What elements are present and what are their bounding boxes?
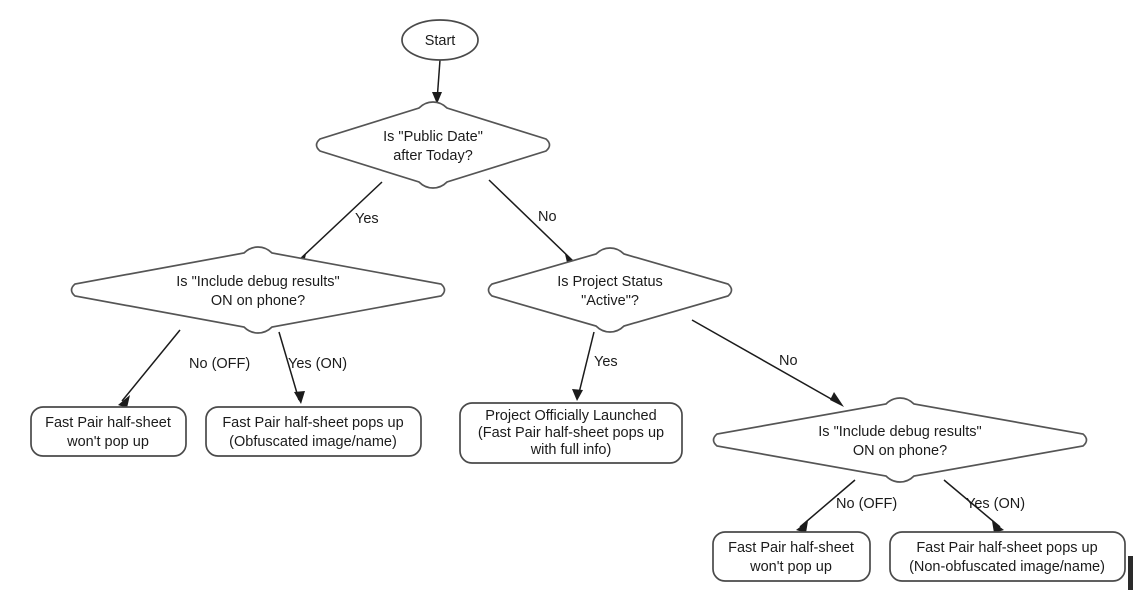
edge-label-yes-on: Yes (ON) (966, 496, 1025, 512)
decision-label-line1: Is "Include debug results" (818, 424, 981, 440)
result-label-line2: (Non-obfuscated image/name) (909, 559, 1105, 575)
decision-diamond-shape[interactable] (712, 397, 1088, 483)
edge-label-no-off: No (OFF) (836, 496, 897, 512)
edge-debug-left-no-off: No (OFF) (118, 329, 250, 408)
process-box-shape[interactable] (889, 531, 1126, 582)
result-label-line2: won't pop up (66, 434, 149, 450)
result-label-line2: won't pop up (749, 559, 832, 575)
arrow-head (294, 391, 305, 404)
edge-project-status-no: No (691, 319, 844, 407)
decision-diamond-shape[interactable] (487, 247, 733, 333)
result-label-line3: with full info) (530, 442, 612, 458)
decision-label-line2: ON on phone? (853, 443, 947, 459)
node-result-launched[interactable]: Project Officially Launched (Fast Pair h… (459, 402, 683, 464)
node-decision-debug-left[interactable]: Is "Include debug results" ON on phone? (70, 246, 446, 334)
edge-public-date-yes: Yes (294, 181, 383, 267)
node-decision-public-date[interactable]: Is "Public Date" after Today? (315, 101, 551, 189)
result-label-line1: Fast Pair half-sheet pops up (916, 540, 1097, 556)
edge-debug-right-no-off: No (OFF) (796, 479, 897, 533)
process-box-shape[interactable] (712, 531, 871, 582)
decision-label-line2: ON on phone? (211, 293, 305, 309)
edge-line (121, 329, 181, 402)
edge-line (297, 181, 383, 262)
process-box-shape[interactable] (30, 406, 187, 457)
edge-line (943, 479, 1001, 528)
edge-label-no: No (538, 209, 557, 225)
arrow-head (992, 521, 1004, 533)
process-box-shape[interactable] (459, 402, 683, 464)
edge-label-yes-on: Yes (ON) (288, 356, 347, 372)
node-decision-debug-right[interactable]: Is "Include debug results" ON on phone? (712, 397, 1088, 483)
decision-label-line1: Is "Public Date" (383, 129, 483, 145)
decision-label-line1: Is Project Status (557, 274, 663, 290)
result-label-line2: (Fast Pair half-sheet pops up (478, 425, 664, 441)
result-label-line1: Fast Pair half-sheet pops up (222, 415, 403, 431)
arrow-head (796, 521, 808, 533)
node-decision-project-status[interactable]: Is Project Status "Active"? (487, 247, 733, 333)
decision-diamond-shape[interactable] (315, 101, 551, 189)
result-label-line1: Project Officially Launched (485, 408, 656, 424)
node-start[interactable]: Start (401, 19, 479, 61)
edge-label-yes: Yes (355, 211, 379, 227)
process-box-shape[interactable] (205, 406, 422, 457)
edge-label-no: No (779, 353, 798, 369)
edge-debug-left-yes-on: Yes (ON) (278, 331, 347, 404)
edge-line (488, 179, 574, 262)
edge-label-yes: Yes (594, 354, 618, 370)
arrow-head (830, 392, 844, 407)
node-result-no-popup-left[interactable]: Fast Pair half-sheet won't pop up (30, 406, 187, 457)
edge-debug-right-yes-on: Yes (ON) (943, 479, 1025, 533)
arrow-head (432, 92, 442, 104)
arrow-head (572, 389, 583, 401)
decision-label-line1: Is "Include debug results" (176, 274, 339, 290)
node-result-no-popup-right[interactable]: Fast Pair half-sheet won't pop up (712, 531, 871, 582)
arrow-head (118, 395, 130, 408)
edge-line (691, 319, 841, 405)
edge-public-date-no: No (488, 179, 577, 267)
result-label-line1: Fast Pair half-sheet (45, 415, 171, 431)
start-label: Start (425, 33, 456, 49)
canvas-edge-artifact (1128, 556, 1133, 590)
edge-label-no-off: No (OFF) (189, 356, 250, 372)
result-label-line1: Fast Pair half-sheet (728, 540, 854, 556)
node-result-obfuscated[interactable]: Fast Pair half-sheet pops up (Obfuscated… (205, 406, 422, 457)
node-layer: Start Is "Public Date" after Today? Is "… (30, 19, 1126, 582)
decision-label-line2: after Today? (393, 148, 473, 164)
edge-start-to-public-date (432, 59, 442, 104)
decision-diamond-shape[interactable] (70, 246, 446, 334)
node-result-non-obfuscated[interactable]: Fast Pair half-sheet pops up (Non-obfusc… (889, 531, 1126, 582)
decision-label-line2: "Active"? (581, 293, 639, 309)
edge-line (799, 479, 856, 528)
edge-project-status-yes: Yes (572, 331, 618, 401)
result-label-line2: (Obfuscated image/name) (229, 434, 397, 450)
edge-line (278, 331, 300, 401)
start-terminator-shape[interactable] (401, 19, 479, 61)
edge-layer: Yes No No (OFF) Yes (ON) Yes (118, 59, 1025, 533)
edge-line (577, 331, 595, 398)
